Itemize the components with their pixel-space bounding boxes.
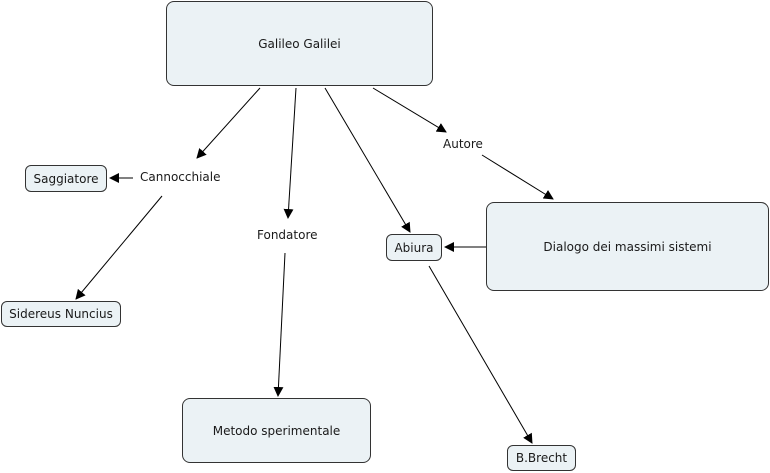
link-galileo-autore xyxy=(372,87,447,133)
link-autore-dialogo xyxy=(481,154,554,200)
concept-metodo-sperimentale[interactable]: Metodo sperimentale xyxy=(182,398,371,463)
link-cannocchiale-sidereus xyxy=(75,195,163,300)
concept-saggiatore[interactable]: Saggiatore xyxy=(25,165,107,192)
link-abiura-brecht xyxy=(428,265,533,444)
linking-phrase-autore[interactable]: Autore xyxy=(442,137,484,151)
linking-phrase-cannocchiale[interactable]: Cannocchiale xyxy=(139,170,222,184)
concept-b-brecht[interactable]: B.Brecht xyxy=(507,445,576,471)
link-galileo-abiura xyxy=(324,87,411,233)
link-galileo-fondatore xyxy=(283,87,297,219)
link-fondatore-metodo xyxy=(273,252,286,397)
concept-galileo-galilei[interactable]: Galileo Galilei xyxy=(166,1,433,86)
concept-dialogo-dei-massimi-sistemi[interactable]: Dialogo dei massimi sistemi xyxy=(486,202,769,291)
linking-phrase-fondatore[interactable]: Fondatore xyxy=(256,228,319,242)
concept-abiura[interactable]: Abiura xyxy=(386,234,442,261)
concept-sidereus-nuncius[interactable]: Sidereus Nuncius xyxy=(1,301,121,327)
link-galileo-cannocchiale xyxy=(196,87,261,159)
